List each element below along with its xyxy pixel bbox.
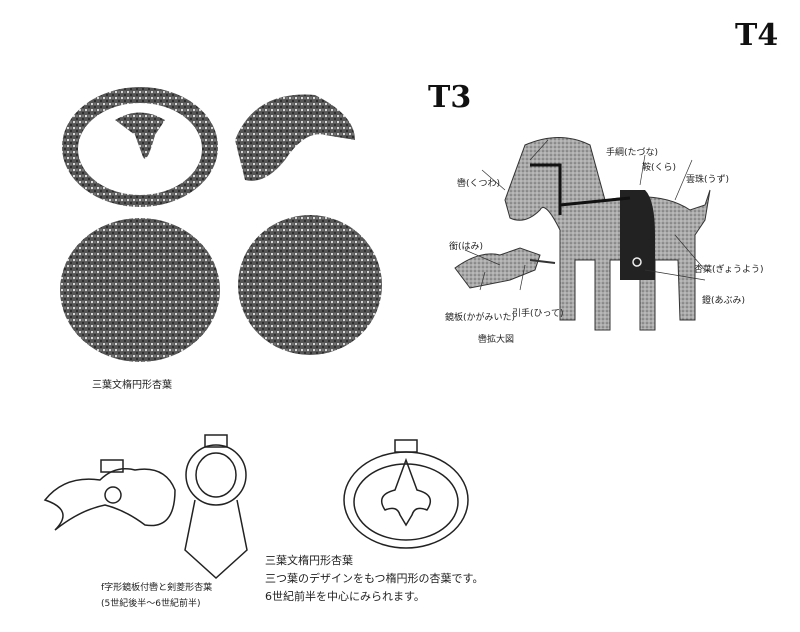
photo-oval-back-1 [60,218,220,362]
label-uzu: 雲珠(うず) [686,175,730,185]
label-enlarged: 轡拡大図 [478,335,515,345]
trefoil-oval-pendant [343,439,469,549]
f-shaped-bit-plate [43,459,176,531]
photo-ring-partial [235,94,355,181]
label-tazuna: 手綱(たづな) [606,148,659,158]
heading-t3: T3 [428,80,472,115]
label-kutsuwa: 轡(くつわ) [457,179,501,189]
label-hitte: 引手(ひって) [512,309,564,319]
bottom-left-caption-line1: f字形鏡板付轡と剣菱形杏葉 [101,583,213,593]
photo-caption: 三葉文楕円形杏葉 [92,380,172,391]
label-abumi: 鐙(あぶみ) [702,296,746,306]
bottom-right-caption-line2: 6世紀前半を中心にみられます。 [265,590,425,603]
bottom-left-caption-line2: (5世紀後半～6世紀前半) [101,599,201,609]
horse-illustration [454,137,711,331]
artifact-photos [60,87,382,362]
line-drawings [43,434,469,580]
photo-ring-whole [62,87,218,207]
sword-diamond-pendant [184,434,248,580]
bottom-right-caption-title: 三葉文楕円形杏葉 [265,554,353,567]
bottom-right-caption-line1: 三つ葉のデザインをもつ楕円形の杏葉です。 [265,572,484,585]
label-kagamiita: 鏡板(かがみいた) [445,313,516,323]
label-hami: 銜(はみ) [449,242,484,252]
heading-t4: T4 [735,18,779,53]
label-gyouyou: 杏葉(ぎょうよう) [694,265,764,275]
label-kura: 鞍(くら) [642,163,677,173]
photo-oval-back-2 [238,215,382,355]
